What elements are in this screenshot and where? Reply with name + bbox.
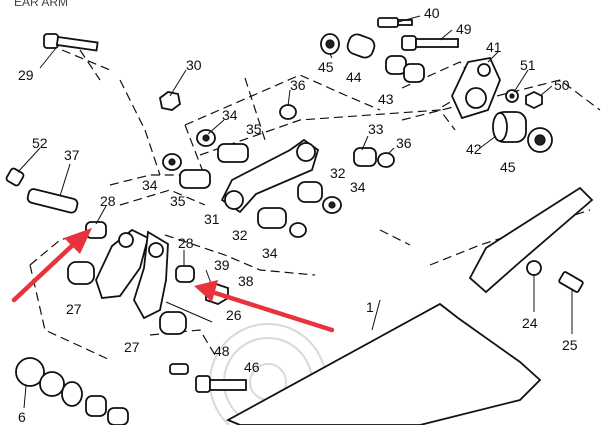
part-label-1: 1	[366, 299, 374, 315]
part-label-44: 44	[346, 69, 362, 85]
part-labels: 40 49 45 44 41 43 51 50 29 30 36 34 35 3…	[18, 5, 578, 425]
part-label-43: 43	[378, 91, 394, 107]
part-label-28-left: 28	[100, 193, 116, 209]
part-label-42: 42	[466, 141, 482, 157]
part-label-49: 49	[456, 21, 472, 37]
page-header: EAR ARM	[14, 0, 68, 9]
part-label-30: 30	[186, 57, 202, 73]
part-label-28-right: 28	[178, 235, 194, 251]
part-label-32-b: 32	[232, 227, 248, 243]
part-label-27-right: 27	[124, 339, 140, 355]
part-label-35-b: 35	[170, 193, 186, 209]
red-arrow-icon	[194, 280, 335, 333]
part-label-26: 26	[226, 307, 242, 323]
part-label-6: 6	[18, 409, 26, 425]
part-label-34-c: 34	[350, 179, 366, 195]
part-label-34-a: 34	[222, 107, 238, 123]
part-label-48: 48	[214, 343, 230, 359]
part-label-45-right: 45	[500, 159, 516, 175]
red-arrow-icon	[11, 228, 92, 303]
part-label-33: 33	[368, 121, 384, 137]
part-label-27-left: 27	[66, 301, 82, 317]
part-label-25: 25	[562, 337, 578, 353]
part-shapes	[5, 17, 594, 425]
part-label-34-d: 34	[262, 245, 278, 261]
part-label-46: 46	[244, 359, 260, 375]
part-label-39: 39	[214, 257, 230, 273]
part-label-34-b: 34	[142, 177, 158, 193]
part-label-31: 31	[204, 211, 220, 227]
part-label-36-right: 36	[396, 135, 412, 151]
leader-lines	[17, 15, 573, 409]
part-label-38: 38	[238, 273, 254, 289]
part-label-41: 41	[486, 39, 502, 55]
part-label-51: 51	[520, 57, 536, 73]
part-label-35-a: 35	[246, 121, 262, 137]
part-label-37: 37	[64, 147, 80, 163]
part-label-40: 40	[424, 5, 440, 21]
part-label-32-a: 32	[330, 165, 346, 181]
part-label-29: 29	[18, 67, 34, 83]
part-label-24: 24	[522, 315, 538, 331]
part-label-45-top: 45	[318, 59, 334, 75]
part-label-36-top: 36	[290, 77, 306, 93]
part-label-52: 52	[32, 135, 48, 151]
part-label-50: 50	[554, 77, 570, 93]
